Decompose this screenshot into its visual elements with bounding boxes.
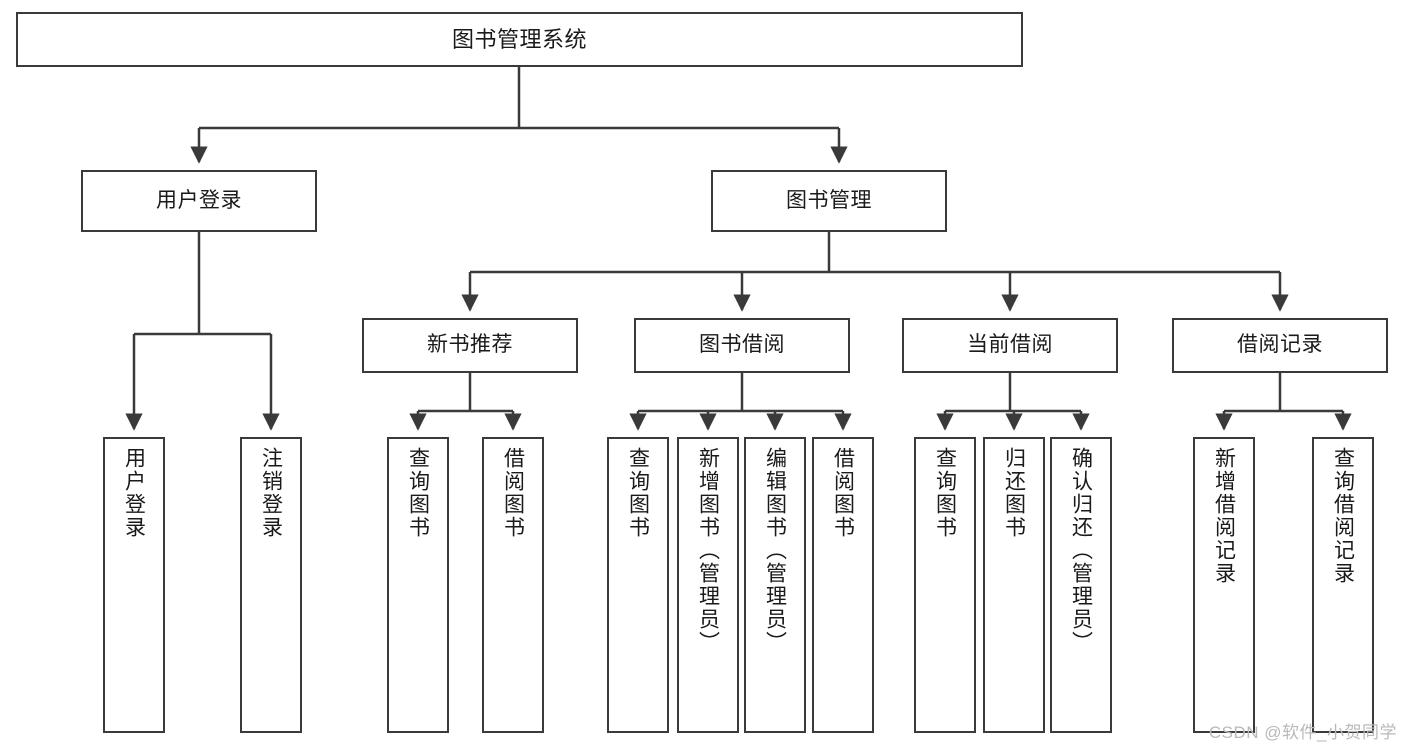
- node-book-borrow[interactable]: 图书借阅: [634, 318, 850, 373]
- leaf-user-login[interactable]: 用户登录: [103, 437, 165, 733]
- leaf-borrow-book-label: 借阅图书: [831, 447, 855, 539]
- leaf-query-book-current[interactable]: 查询图书: [914, 437, 976, 733]
- leaf-query-book-borrow[interactable]: 查询图书: [607, 437, 669, 733]
- leaf-edit-book-admin[interactable]: 编辑图书（管理员）: [744, 437, 806, 733]
- leaf-return-book-label: 归还图书: [1002, 447, 1026, 539]
- leaf-query-book-newbook[interactable]: 查询图书: [387, 437, 449, 733]
- leaf-query-book-newbook-label: 查询图书: [406, 447, 430, 539]
- leaf-add-borrow-record-label: 新增借阅记录: [1212, 447, 1236, 585]
- leaf-borrow-book-newbook[interactable]: 借阅图书: [482, 437, 544, 733]
- leaf-borrow-book-newbook-label: 借阅图书: [501, 447, 525, 539]
- leaf-borrow-book[interactable]: 借阅图书: [812, 437, 874, 733]
- node-user-login[interactable]: 用户登录: [81, 170, 317, 232]
- leaf-confirm-return-admin-label: 确认归还（管理员）: [1069, 447, 1093, 654]
- leaf-edit-book-admin-label: 编辑图书（管理员）: [763, 447, 787, 654]
- leaf-return-book[interactable]: 归还图书: [983, 437, 1045, 733]
- node-root[interactable]: 图书管理系统: [16, 12, 1023, 67]
- node-current-borrow-label: 当前借阅: [967, 333, 1053, 357]
- node-borrow-record[interactable]: 借阅记录: [1172, 318, 1388, 373]
- leaf-confirm-return-admin[interactable]: 确认归还（管理员）: [1050, 437, 1112, 733]
- leaf-add-book-admin-label: 新增图书（管理员）: [696, 447, 720, 654]
- node-borrow-record-label: 借阅记录: [1237, 333, 1323, 357]
- node-new-book-recommend[interactable]: 新书推荐: [362, 318, 578, 373]
- leaf-user-login-label: 用户登录: [122, 447, 146, 539]
- node-book-management-label: 图书管理: [786, 188, 872, 212]
- leaf-logout-label: 注销登录: [259, 447, 283, 539]
- node-user-login-label: 用户登录: [156, 188, 242, 212]
- leaf-query-borrow-record[interactable]: 查询借阅记录: [1312, 437, 1374, 733]
- leaf-add-borrow-record[interactable]: 新增借阅记录: [1193, 437, 1255, 733]
- csdn-watermark: CSDN @软件_小贺同学: [1208, 723, 1397, 742]
- leaf-add-book-admin[interactable]: 新增图书（管理员）: [677, 437, 739, 733]
- leaf-query-book-borrow-label: 查询图书: [626, 447, 650, 539]
- leaf-logout[interactable]: 注销登录: [240, 437, 302, 733]
- node-root-label: 图书管理系统: [451, 26, 587, 52]
- node-book-borrow-label: 图书借阅: [699, 333, 785, 357]
- leaf-query-book-current-label: 查询图书: [933, 447, 957, 539]
- node-current-borrow[interactable]: 当前借阅: [902, 318, 1118, 373]
- node-new-book-recommend-label: 新书推荐: [427, 333, 513, 357]
- node-book-management[interactable]: 图书管理: [711, 170, 947, 232]
- leaf-query-borrow-record-label: 查询借阅记录: [1331, 447, 1355, 585]
